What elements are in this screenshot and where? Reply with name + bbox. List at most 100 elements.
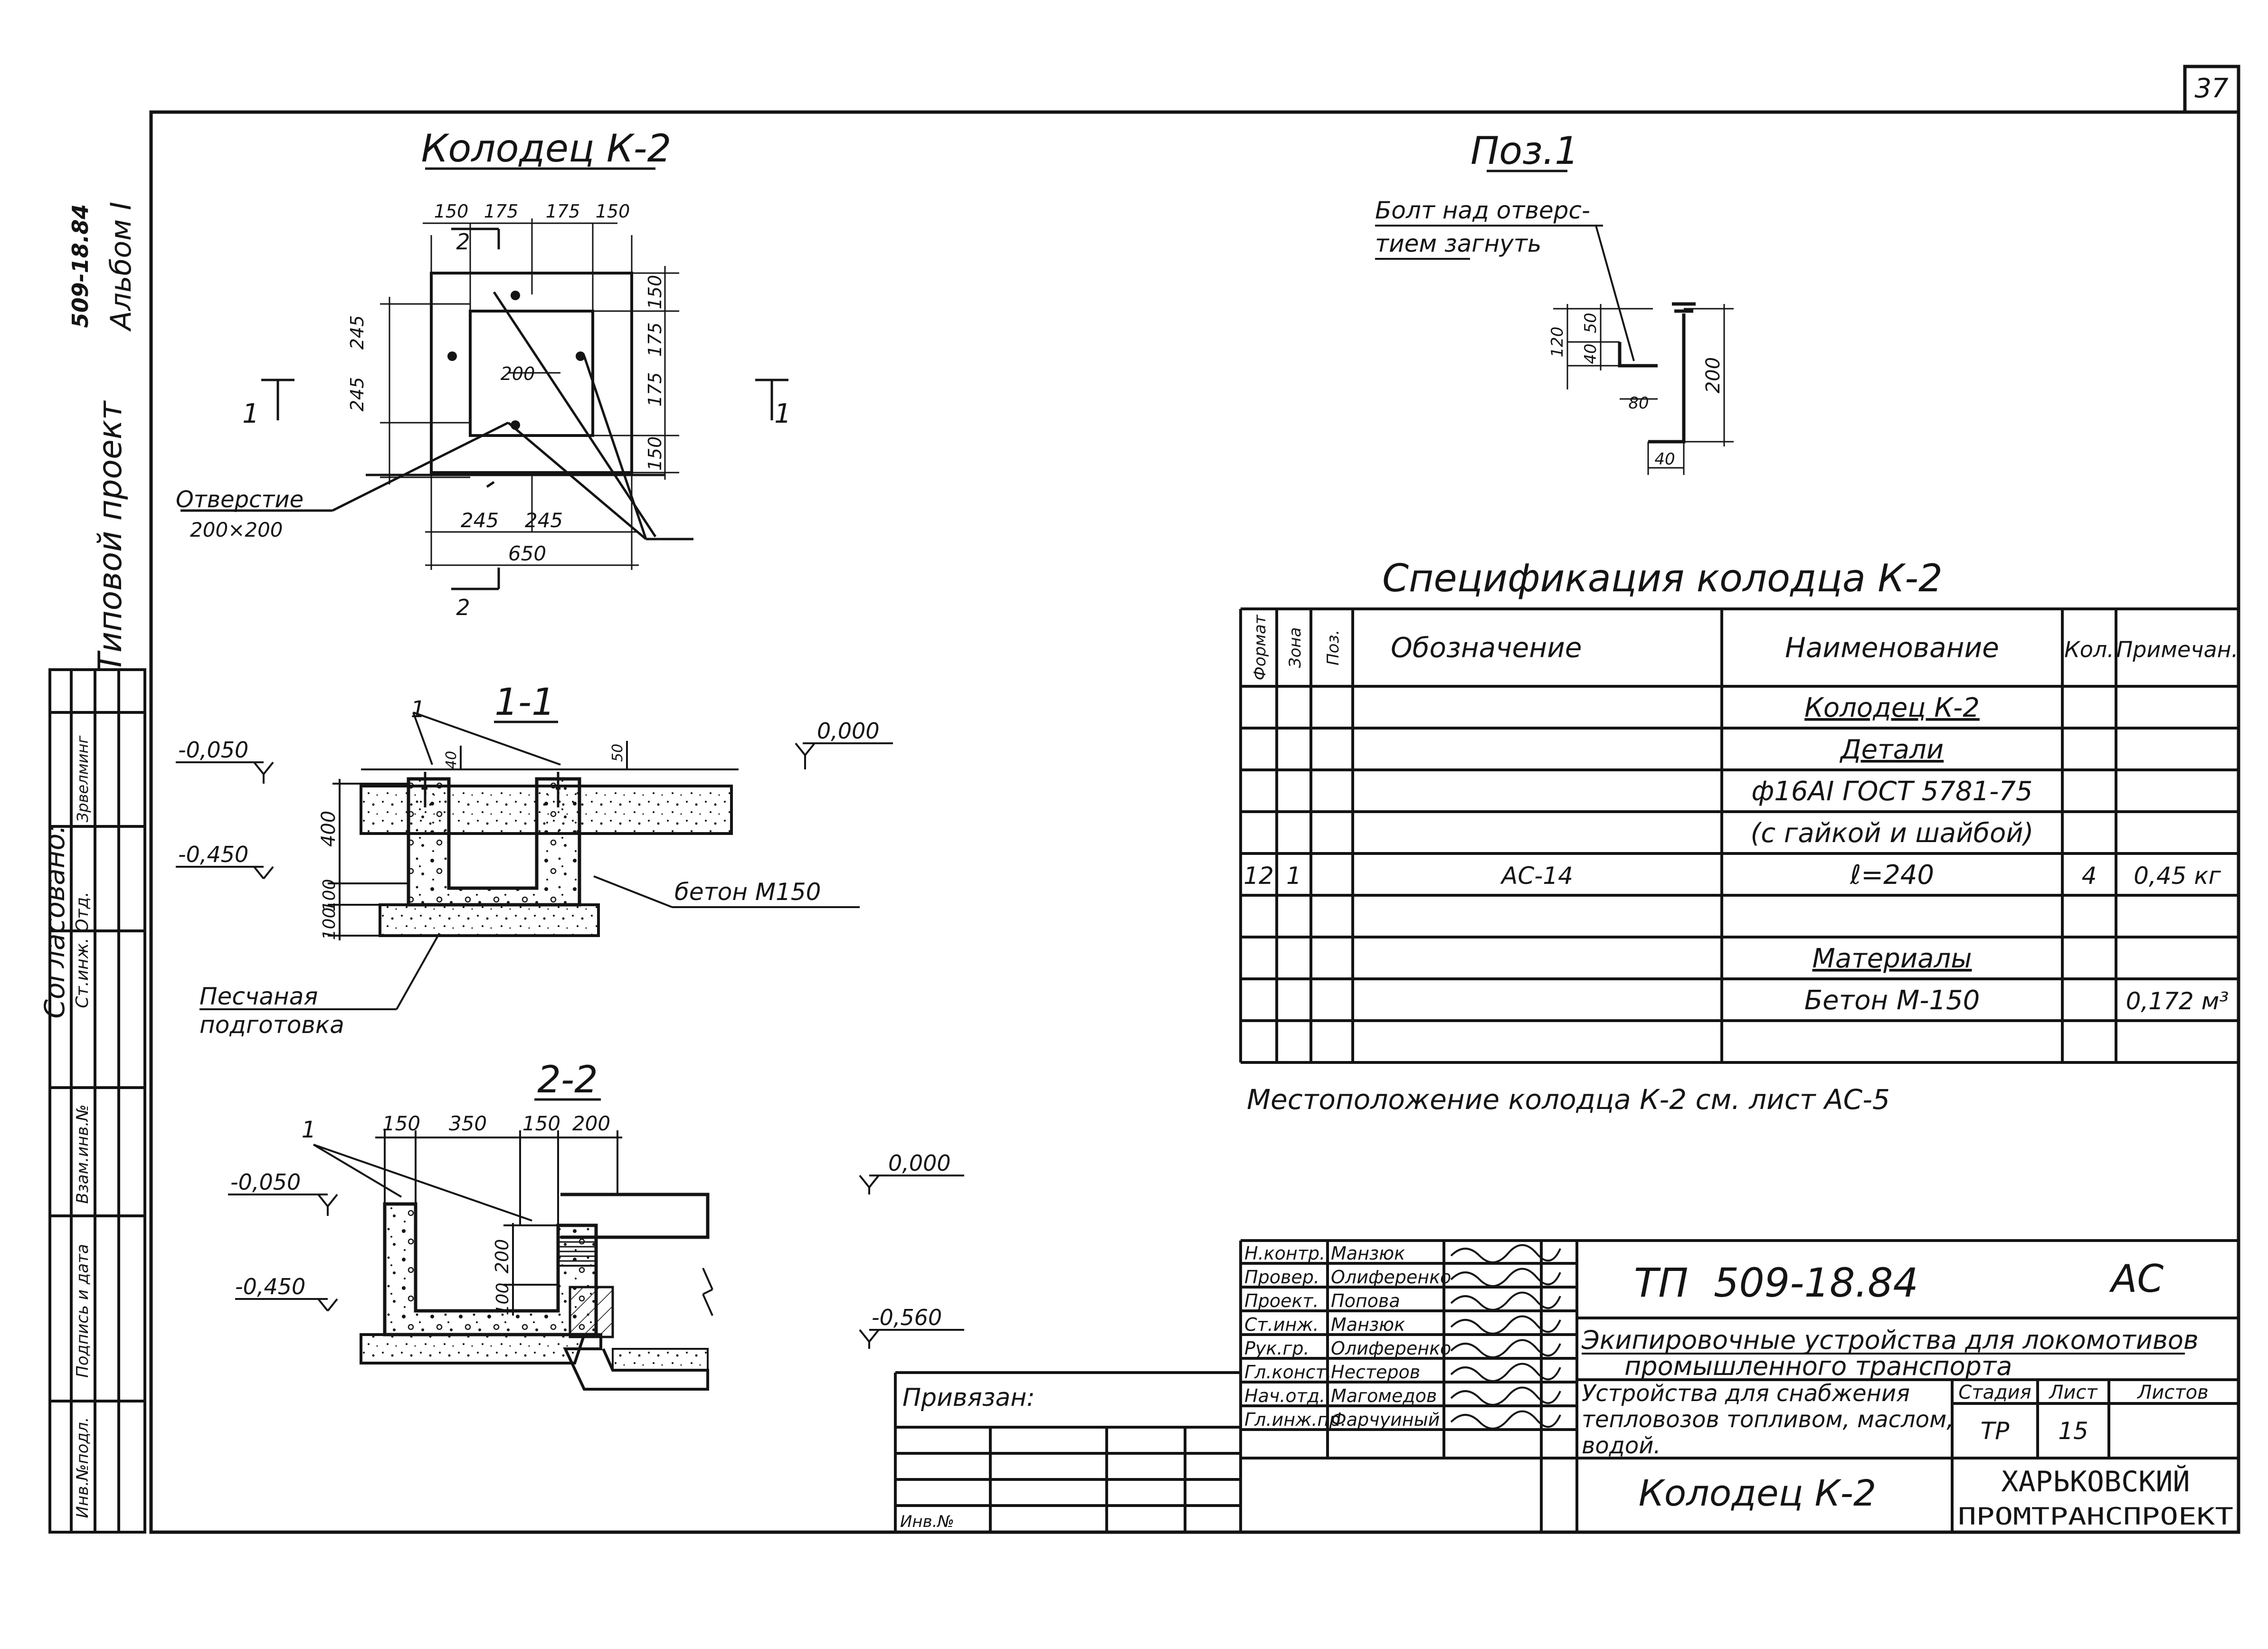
section-2-2-top-dim-1: 150 [382,1112,420,1135]
side-stamp-agreed-col1: Ст.инж. Отд. [73,891,92,1008]
section-2-2-dim-200: 200 [492,1239,512,1274]
spec-header-5: Кол. [2064,637,2114,663]
section-2-2-title: 2-2 [537,1059,598,1101]
well-plan-section-2-top: 2 [456,229,470,255]
section-1-1-dim-100a: 100 [320,879,339,912]
signature-5 [1450,1363,1561,1382]
section-2-2-dim-100: 100 [493,1283,512,1316]
section-1-1: 1-1 [176,681,893,1039]
section-1-1-dim-50: 50 [609,744,626,762]
section-1-1-sand-line2: подготовка [199,1011,344,1039]
signature-0 [1450,1244,1561,1263]
side-stamp-agreed-col2: Зрвелминг [74,736,92,823]
spec-row-4-qty: 4 [2082,862,2097,890]
spec-row-6-name: Материалы [1813,943,1972,974]
spec-header-1: Зона [1286,627,1305,668]
spec-header-2: Поз. [1324,630,1343,665]
signer-role-4: Рук.гр. [1244,1338,1310,1359]
well-plan-title: Колодец К-2 [421,126,672,171]
side-stamp: 509-18.84 Альбом I Типовой проект Соглас… [38,202,146,1534]
section-2-2-level-left-bottom: -0,450 [235,1274,305,1299]
well-plan-right-dim-2: 175 [645,322,665,357]
title-block-object-line1: Устройства для снабжения [1582,1380,1910,1407]
pos1-dim-80: 80 [1628,394,1649,413]
title-block-object-line3: водой. [1582,1432,1661,1459]
spec-row-4-format: 12 [1243,862,1274,890]
pos1-dim-120: 120 [1548,327,1567,358]
spec-row-2-name: ф16АI ГОСТ 5781-75 [1751,776,2032,807]
pos1-dim-40a: 40 [1581,343,1600,364]
section-2-2-pos-mark: 1 [302,1117,316,1143]
section-1-1-sand-line1: Песчаная [199,983,318,1010]
side-stamp-agreed: Согласовано: [38,824,71,1018]
pos1-detail: Поз.1 Болт над отверс- тием загнуть 120 [1375,129,1734,475]
signer-role-0: Н.контр. [1244,1243,1325,1264]
well-plan-top-dim-3: 175 [546,201,580,222]
well-plan-left-dim-2: 245 [347,377,368,412]
title-block-project-line1: Экипировочные устройства для локомотивов [1581,1325,2199,1355]
section-2-2-level-left-top: -0,050 [230,1169,301,1195]
spec-row-0-name: Колодец К-2 [1804,692,1980,723]
pos1-note-line1: Болт над отверс- [1375,197,1590,224]
title-block-inv: Инв.№ [900,1512,954,1531]
signer-role-6: Нач.отд. [1244,1385,1325,1406]
section-2-2-top-dim-4: 200 [572,1112,610,1135]
spec-row-4-zone: 1 [1286,862,1301,890]
section-1-1-dim-40: 40 [443,751,460,769]
well-plan-section-1-right: 1 [774,398,791,429]
section-2-2-top-dim-2: 350 [449,1112,487,1135]
signer-name-0: Манзюк [1331,1243,1405,1264]
spec-header-6: Примечан. [2116,637,2239,663]
well-plan-right-dim-4: 150 [645,436,665,471]
signature-3 [1450,1315,1561,1335]
well-plan-top-dim-4: 150 [596,201,630,222]
section-2-2-level-right-top: 0,000 [888,1150,951,1176]
title-block-project-line2: промышленного транспорта [1624,1351,2012,1381]
title-block-stage-label: Стадия [1958,1382,2031,1403]
signer-name-3: Манзюк [1331,1314,1405,1335]
signature-7 [1450,1410,1561,1430]
title-block-code: ТП 509-18.84 [1634,1260,1918,1306]
well-plan-top-dim-2: 175 [484,201,519,222]
section-2-2-top-dim-3: 150 [522,1112,560,1135]
well-plan-section-2-bottom: 2 [456,595,470,620]
well-plan-left-dim-1: 245 [347,315,368,350]
title-block-object-line2: тепловозов топливом, маслом, [1582,1406,1954,1433]
well-plan-bottom-dim-2: 245 [525,509,563,532]
section-2-2: 2-2 [228,1059,964,1391]
title-block-org-line2: ПРОМТРАНСПРОЕКТ [1958,1503,2233,1530]
side-stamp-title: Типовой проект [92,400,129,672]
side-stamp-project-code: 509-18.84 [67,204,93,328]
spec-row-3-name: (с гайкой и шайбой) [1750,818,2033,849]
well-plan-inner-dim: 200 [501,363,535,384]
well-plan-opening-size: 200×200 [190,518,283,541]
well-plan-right-dim-1: 150 [645,275,665,310]
spec-header-4: Наименование [1785,632,1999,664]
spec-row-4-name: ℓ=240 [1850,860,1934,891]
title-block-stage: ТР [1981,1417,2010,1445]
spec-row-7-name: Бетон М-150 [1804,985,1980,1016]
spec-location-note: Местоположение колодца К-2 см. лист АС-5 [1247,1083,1890,1116]
well-plan-top-dim-1: 150 [434,201,469,222]
title-block: Н.контр.МанзюкПровер.ОлиференкоПроект.По… [894,1239,2239,1532]
signer-role-5: Гл.конст. [1244,1362,1332,1383]
section-1-1-level-left-bottom: -0,450 [178,842,248,867]
section-1-1-pos-mark: 1 [411,696,426,723]
pos1-dim-40b: 40 [1654,450,1675,469]
well-plan-opening-label: Отверстие [176,486,304,513]
well-plan-total-dim: 650 [508,542,546,565]
spec-row-4-note: 0,45 кг [2134,862,2221,890]
section-1-1-level-left-top: -0,050 [178,737,248,763]
title-block-sheet-label: Лист [2048,1382,2098,1403]
section-1-1-concrete: бетон М150 [674,878,821,906]
spec-title: Спецификация колодца К-2 [1382,556,1943,600]
signature-1 [1450,1268,1561,1287]
well-plan-section-1-left: 1 [242,398,259,429]
side-stamp-album: Альбом I [104,202,138,332]
spec-header-0: Формат [1251,614,1270,680]
signer-role-2: Проект. [1244,1290,1319,1311]
side-stamp-inv-col3: Взам.инв.№ [73,1104,92,1204]
signer-name-2: Попова [1331,1290,1400,1311]
pos1-dim-200: 200 [1702,357,1724,393]
